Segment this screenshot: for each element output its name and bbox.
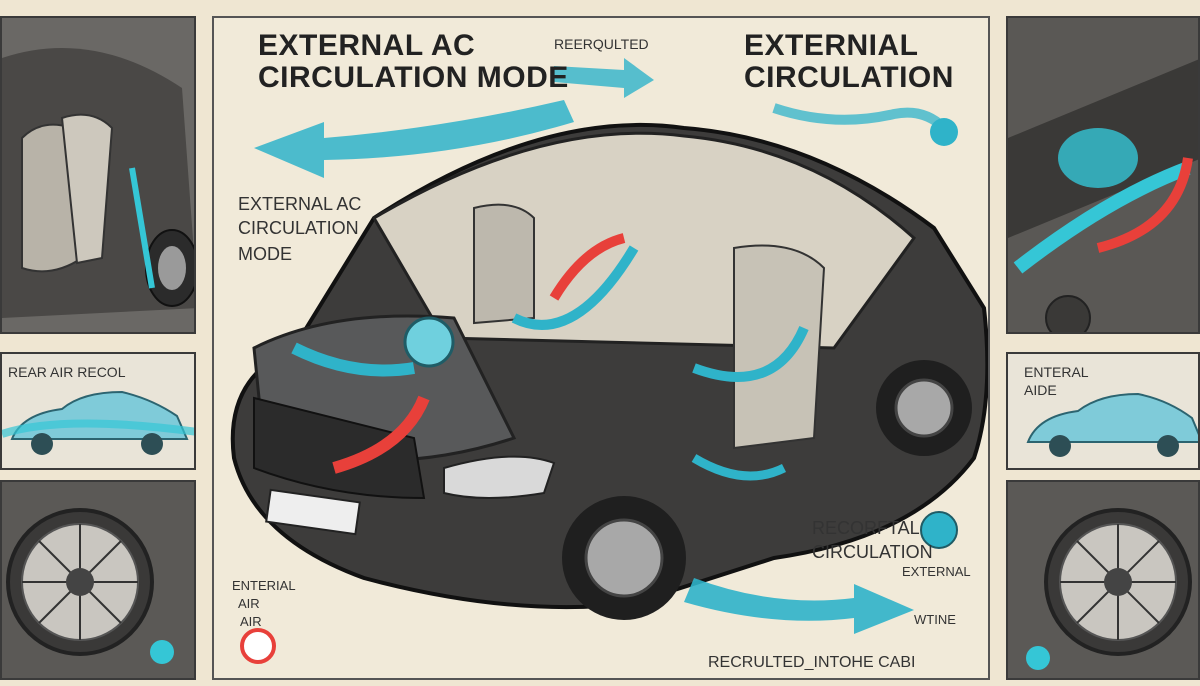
red-airflow-1 xyxy=(332,395,430,474)
cyan-arrow-left xyxy=(254,100,574,178)
title-left-line2: CIRCULATION MODE xyxy=(258,61,569,94)
bottom-right-label-line1: RECORFTAL xyxy=(812,518,920,538)
title-left-line1: EXTERNAL AC xyxy=(258,29,476,62)
bottom-left-label-line3: AIR xyxy=(240,614,262,629)
center-panel: EXTERNAL AC CIRCULATION MODE REERQULTED … xyxy=(212,16,990,680)
vent-fan-icon-right xyxy=(1026,508,1192,670)
vent-fan-icon xyxy=(6,508,174,664)
fan-icon-top-right xyxy=(930,118,958,146)
car-cutaway-illustration xyxy=(230,58,988,664)
title-right-line2: CIRCULATION xyxy=(744,61,954,94)
right-middle-label-1: ENTERAL xyxy=(1024,364,1089,380)
cyan-airflow-3 xyxy=(692,325,809,382)
rear-seat xyxy=(733,244,826,450)
cyan-arrow-bottom xyxy=(684,578,914,634)
left-middle-label: REAR AIR RECOL xyxy=(8,364,126,380)
bottom-caption: RECRULTED_INTOHE CABI xyxy=(708,654,916,671)
side-label-line2: CIRCULATION xyxy=(238,218,359,238)
headlight xyxy=(443,455,556,499)
license-plate xyxy=(265,488,361,536)
blower-fan-icon xyxy=(403,316,455,368)
front-seat xyxy=(473,203,535,325)
left-bottom-panel xyxy=(0,480,196,680)
car-interior-side-illustration xyxy=(2,18,194,332)
cyan-arrow-right-top xyxy=(554,58,654,98)
dashboard-vent-illustration xyxy=(1008,18,1198,332)
bottom-right-small-label: EXTERNAL xyxy=(902,564,971,579)
left-top-panel xyxy=(0,16,196,334)
top-small-label: REERQULTED xyxy=(554,36,649,52)
side-label-line1: EXTERNAL AC xyxy=(238,194,362,214)
title-right-line1: EXTERNIAL xyxy=(744,29,919,62)
cyan-airflow-4 xyxy=(691,454,787,481)
cyan-airflow-1 xyxy=(291,342,415,377)
bottom-right-small-label-2: WTINE xyxy=(914,612,956,627)
bottom-left-label-line2: AIR xyxy=(238,596,260,611)
red-airflow-2 xyxy=(549,233,626,301)
bottom-left-label-line1: ENTERIAL xyxy=(232,578,296,593)
fan-badge-bottom-right xyxy=(920,511,958,549)
right-top-panel xyxy=(1006,16,1200,334)
bottom-right-label-line2: CIRCULATION xyxy=(812,542,933,562)
cyan-airflow-2 xyxy=(511,245,639,330)
right-middle-panel: ENTERAL AIDE xyxy=(1006,352,1200,470)
fan-badge-bottom-left xyxy=(240,628,276,664)
left-middle-panel: REAR AIR RECOL xyxy=(0,352,196,470)
sedan-side-illustration-right xyxy=(1026,392,1198,457)
grille xyxy=(253,396,426,500)
side-label-line3: MODE xyxy=(238,244,292,264)
right-middle-label-2: AIDE xyxy=(1024,382,1057,398)
sedan-side-illustration xyxy=(2,390,194,455)
right-bottom-panel xyxy=(1006,480,1200,680)
cyan-wave-top-right xyxy=(772,103,948,132)
